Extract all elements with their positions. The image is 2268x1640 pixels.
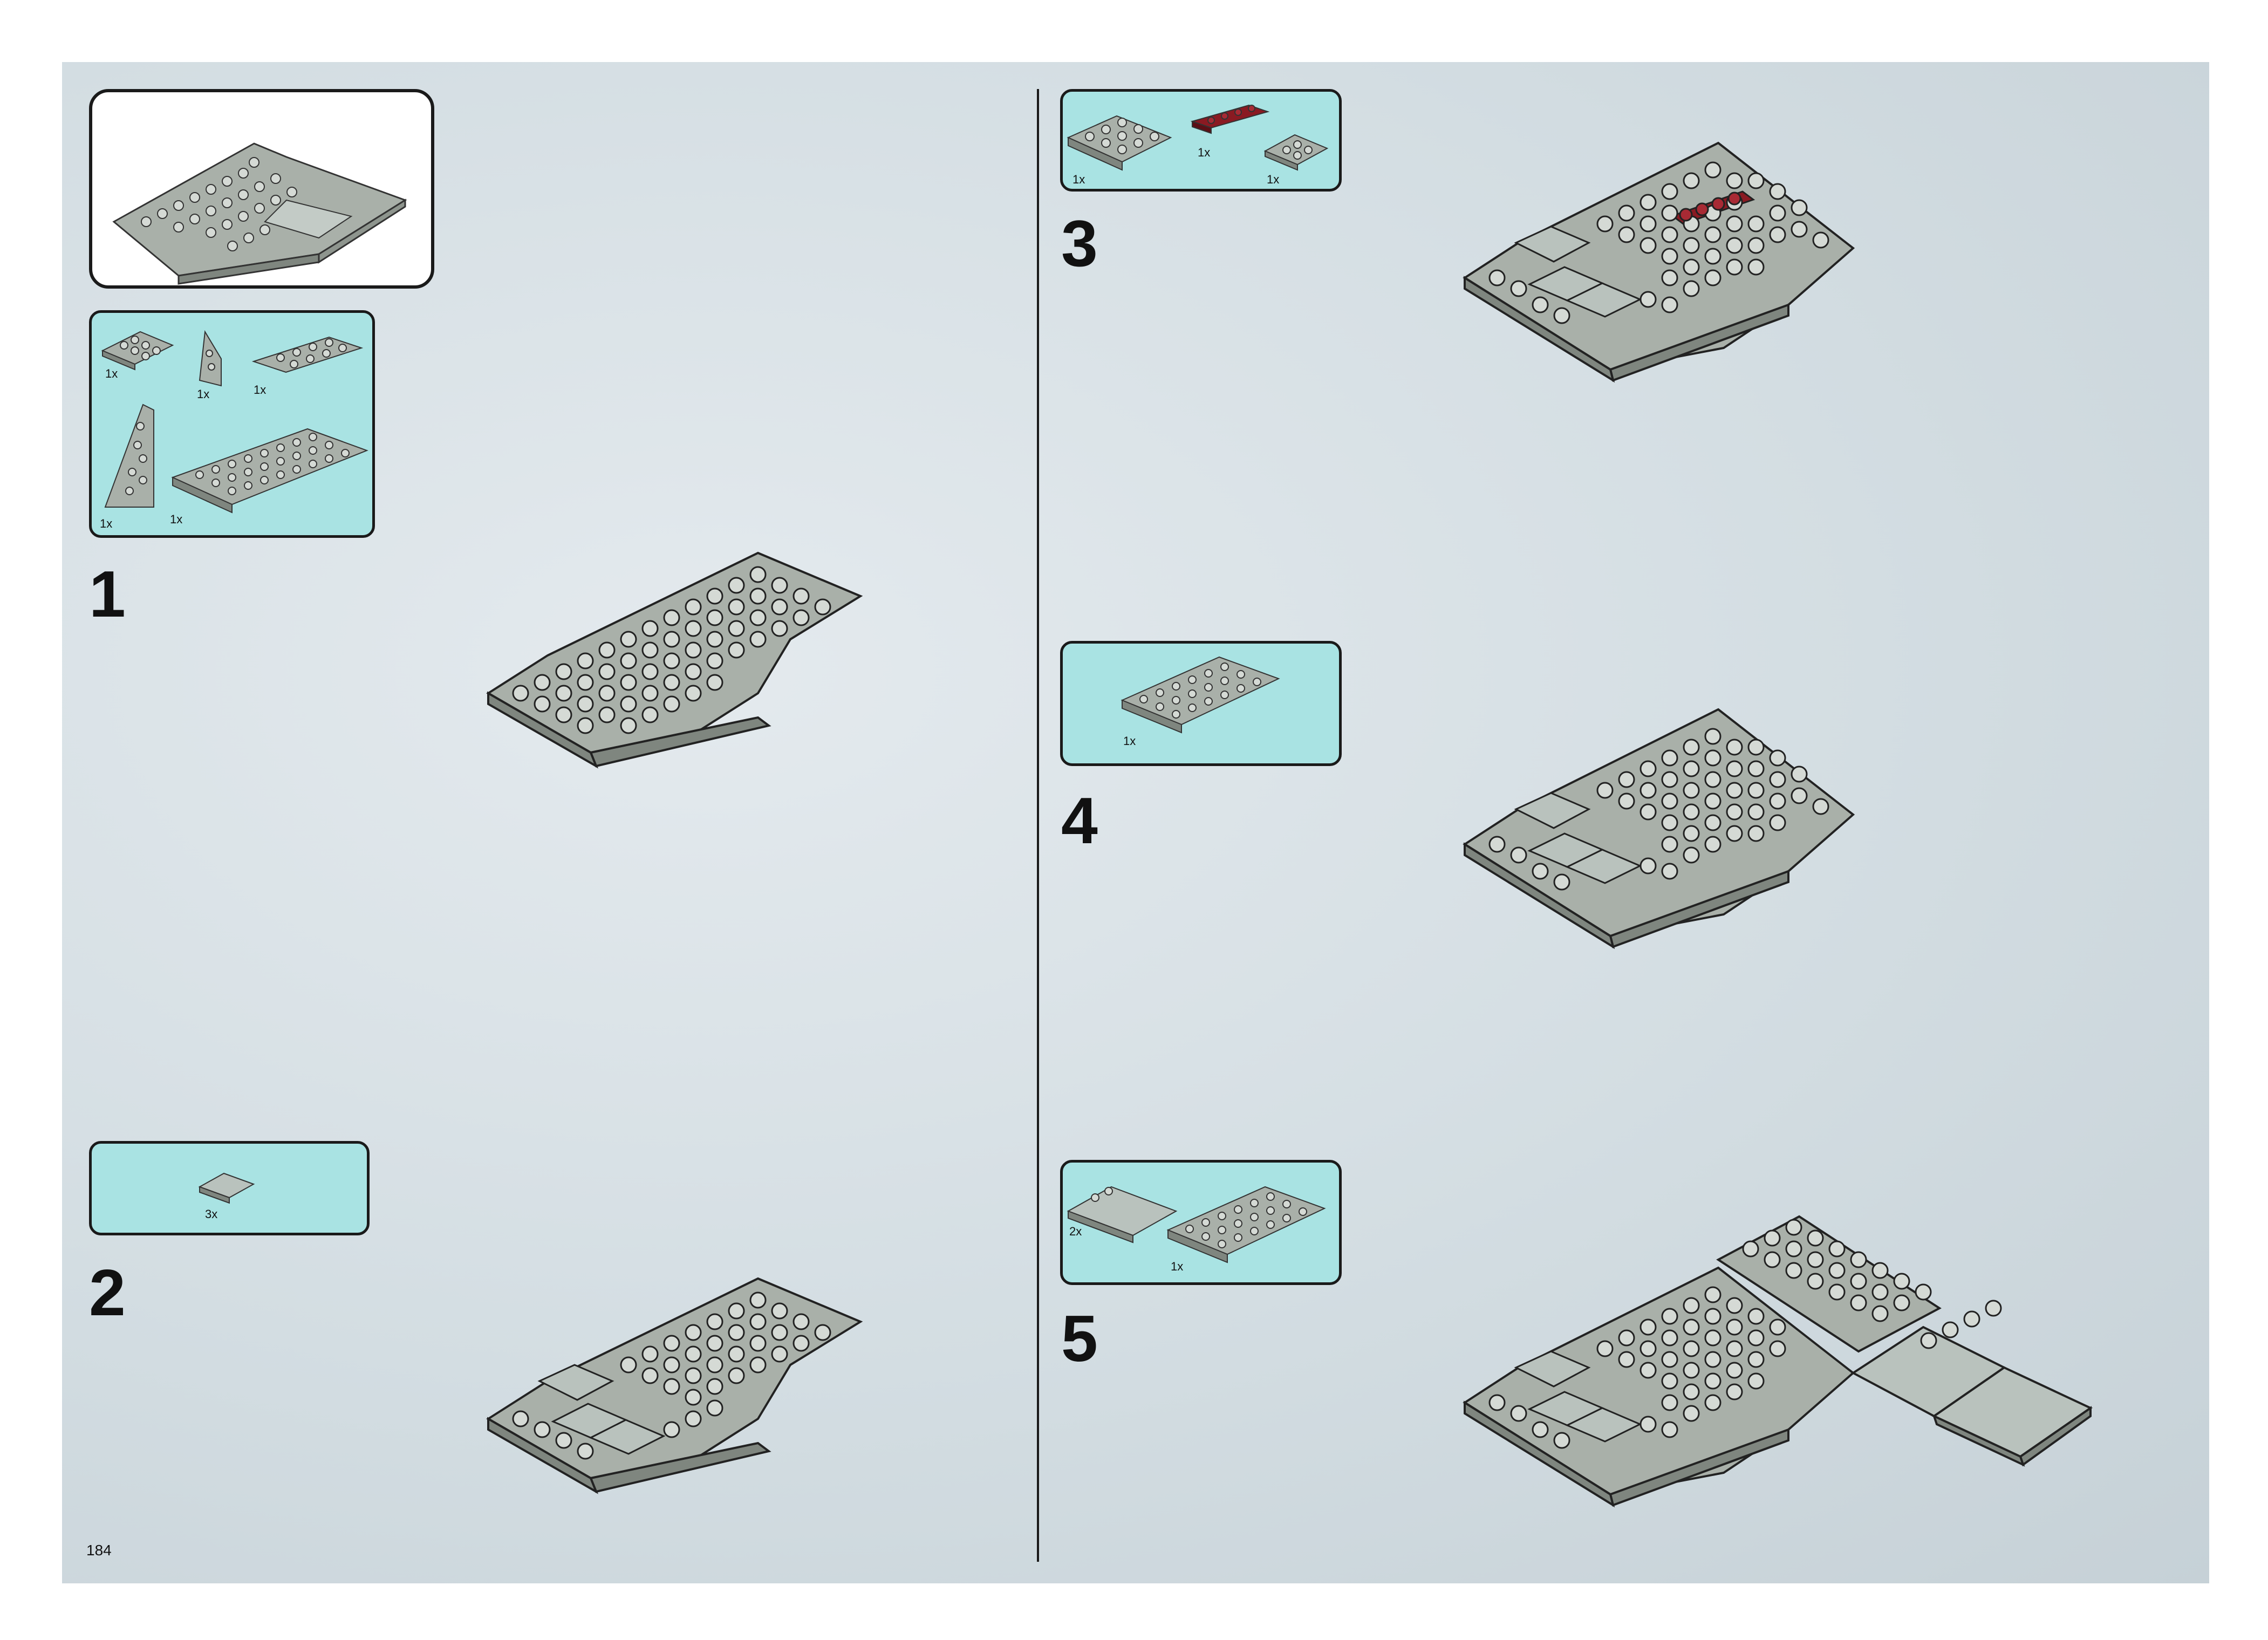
step-4-model <box>1465 709 1853 1012</box>
part-quantity: 1x <box>1267 173 1279 187</box>
part-quantity: 1x <box>197 387 209 401</box>
subassembly-model-icon <box>92 92 438 292</box>
step-3-parts-panel: 1x 1x 1x <box>1060 89 1342 192</box>
step-number: 3 <box>1061 210 1098 276</box>
step-2-model <box>488 1279 860 1532</box>
part-quantity: 2x <box>1069 1225 1082 1239</box>
step-2-parts-panel: 3x <box>89 1141 370 1235</box>
part-quantity: 1x <box>105 367 118 381</box>
plate-4x6-icon <box>1168 1187 1330 1273</box>
part-quantity: 1x <box>100 517 112 531</box>
step-number: 4 <box>1061 788 1098 853</box>
part-quantity: 3x <box>205 1207 217 1221</box>
part-quantity: 1x <box>170 512 182 527</box>
instruction-page: 1x 1x 1x 1x 1x 1 <box>62 62 2209 1583</box>
step-number: 2 <box>89 1260 126 1325</box>
part-quantity: 1x <box>1123 734 1136 748</box>
plate-4x6-icon <box>1122 657 1279 743</box>
step-4-parts-panel: 1x <box>1060 641 1342 766</box>
plate-2x4-icon <box>103 329 173 372</box>
red-plate-1x4-icon <box>1192 105 1273 138</box>
tile-2x2-icon <box>200 1173 259 1206</box>
part-quantity: 1x <box>254 383 266 397</box>
plate-4x8-icon <box>173 429 367 521</box>
part-quantity: 1x <box>1072 173 1085 187</box>
wedge-plate-large-icon <box>100 399 159 518</box>
plate-3x4-icon <box>1068 116 1176 175</box>
step-1-model <box>488 553 860 807</box>
plate-1x4-icon <box>254 337 361 375</box>
page-divider <box>1037 89 1039 1562</box>
part-quantity: 1x <box>1171 1260 1183 1274</box>
step-number: 1 <box>89 561 126 627</box>
tile-4x4-icon <box>1068 1179 1181 1243</box>
step-number: 5 <box>1061 1306 1098 1371</box>
part-quantity: 1x <box>1198 146 1210 160</box>
step-5-model <box>1465 1217 2101 1583</box>
plate-2x3-icon <box>1265 135 1330 173</box>
subassembly-preview-panel <box>89 89 434 289</box>
step-1-parts-panel: 1x 1x 1x 1x 1x <box>89 310 375 538</box>
step-3-model <box>1465 143 1853 445</box>
page-number: 184 <box>86 1542 112 1559</box>
step-5-parts-panel: 2x 1x <box>1060 1160 1342 1285</box>
wedge-plate-small-icon <box>194 326 227 386</box>
